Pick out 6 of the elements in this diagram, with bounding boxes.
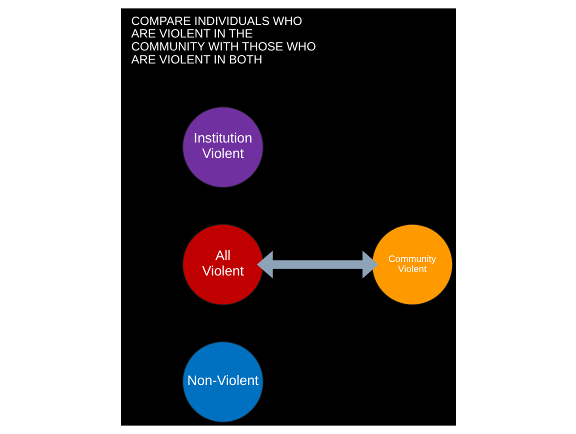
node-circle: Institution Violent [182, 106, 264, 188]
node-circle: Non-Violent [182, 341, 264, 423]
node-circle: All Violent [182, 224, 264, 306]
arrow [256, 250, 378, 278]
node-circle: Community Violent [371, 224, 452, 306]
label: COMPARE INDIVIDUALS WHO ARE VIOLENT IN THE COMMUNITY WITH THOSE WHO ARE VIOLENT IN BOTH [130, 14, 316, 66]
